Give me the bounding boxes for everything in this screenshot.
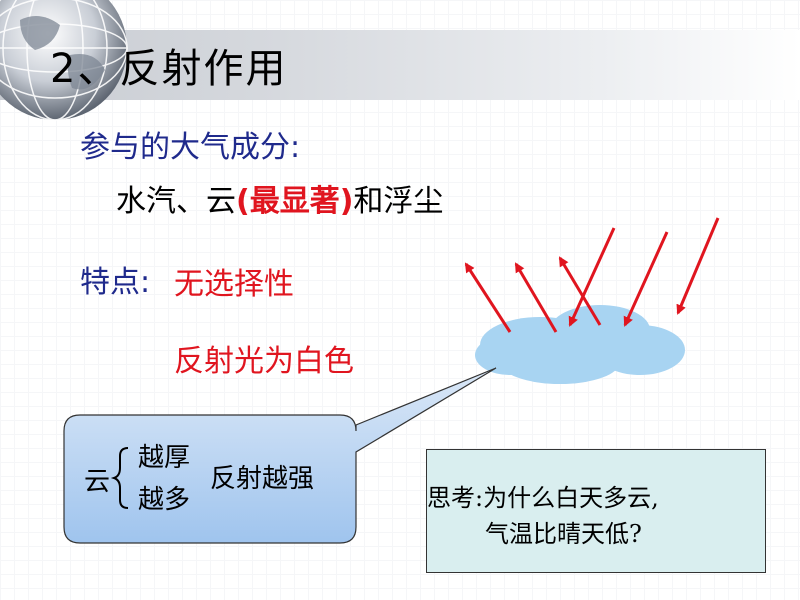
callout-item-more: 越多 [138,485,191,515]
incoming-ray-2 [623,231,669,327]
slide-title: 2、反射作用 [50,46,288,92]
think-line-2: 气温比晴天低? [485,520,642,548]
callout-subject: 云 [84,467,111,497]
components-part1: 水汽、云 [116,184,236,219]
components-emphasis: (最显著) [236,184,354,219]
reflected-ray-1 [464,262,512,333]
components-label: 参与的大气成分: [80,130,301,165]
reflected-ray-3 [558,256,602,326]
callout-item-thicker: 越厚 [138,443,191,473]
think-question-box: 思考:为什么白天多云, 气温比晴天低? [426,449,766,573]
reflected-ray-2 [514,262,558,333]
callout-bubble [63,367,497,544]
features-label: 特点: [80,265,151,300]
feature-white-light: 反射光为白色 [174,344,354,379]
cloud-shape [475,305,685,384]
callout-result: 反射越强 [210,464,315,494]
incoming-ray-3 [676,217,720,315]
brace-icon [110,447,129,509]
incoming-ray-1 [568,227,616,327]
components-line: 水汽、云(最显著)和浮尘 [116,176,443,220]
think-line-1: 思考:为什么白天多云, [427,484,659,512]
feature-nonselective: 无选择性 [174,267,294,302]
components-part3: 和浮尘 [353,184,444,219]
globe-icon [0,0,128,121]
title-bar [0,30,800,100]
